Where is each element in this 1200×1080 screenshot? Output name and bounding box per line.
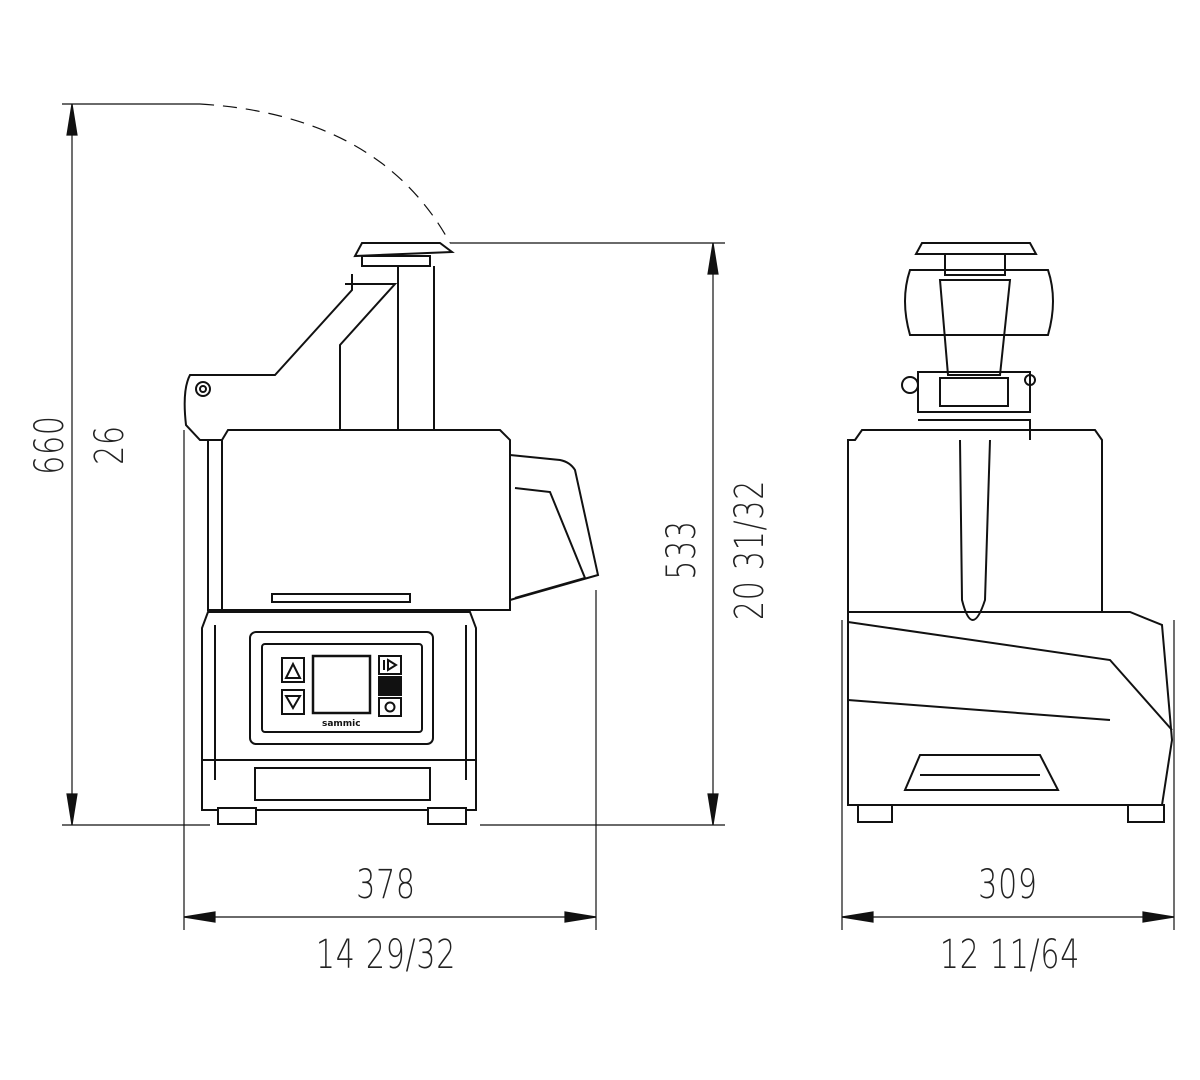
dimension-lines bbox=[62, 103, 1175, 930]
depth-in-label: 12 11/64 bbox=[939, 932, 1081, 978]
brand-logo: sammic bbox=[322, 719, 361, 729]
width-mm-label: 378 bbox=[356, 862, 416, 908]
front-view bbox=[847, 242, 1174, 823]
depth-mm-label: 309 bbox=[978, 862, 1038, 908]
body-height-in-label: 20 31/32 bbox=[727, 479, 773, 621]
width-in-label: 14 29/32 bbox=[315, 932, 457, 978]
total-height-in-label: 26 bbox=[87, 425, 133, 465]
side-view bbox=[183, 242, 600, 825]
total-height-mm-label: 660 bbox=[27, 415, 73, 475]
body-height-mm-label: 533 bbox=[659, 520, 705, 580]
